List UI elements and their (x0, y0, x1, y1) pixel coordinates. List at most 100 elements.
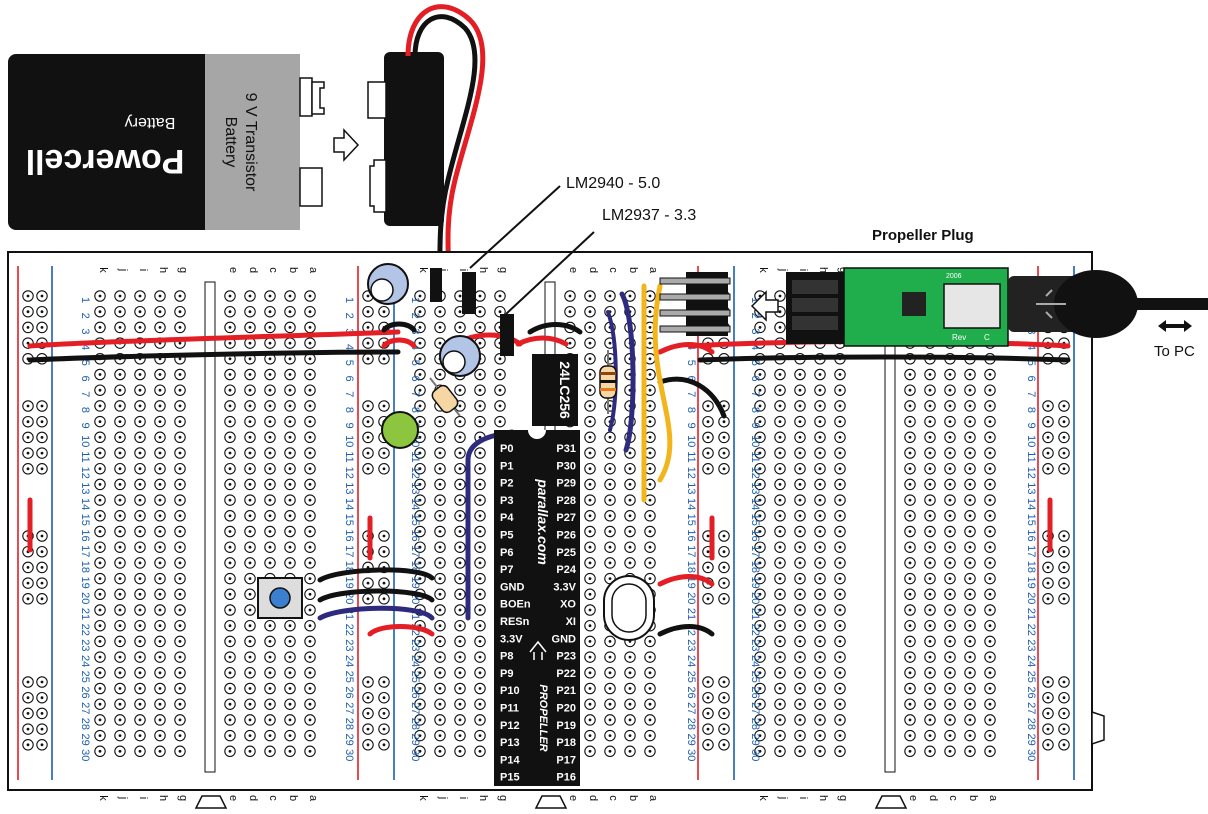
row-number-0-14: 14 (79, 498, 91, 510)
row-number-4-29: 29 (749, 733, 761, 745)
strip-hole-4-18-3-center (818, 577, 822, 580)
strip-hole-4-11-3-center (818, 467, 822, 471)
strip-hole-1-22-1-center (248, 640, 252, 643)
rail-hole-0-1-1-1-center (40, 420, 44, 424)
rail-hole-1-3-4-0-center (366, 743, 370, 747)
strip-hole-2-12-3-center (478, 483, 482, 486)
strip-hole-5-26-4-center (988, 702, 992, 706)
row-number-1-12: 12 (343, 467, 355, 479)
callout-to-pc: To PC (1154, 343, 1195, 360)
col-letter-top-1-2: c (267, 267, 279, 273)
strip-hole-0-18-3-center (158, 577, 162, 580)
strip-hole-5-20-0-center (908, 608, 912, 612)
strip-hole-5-8-3-center (968, 420, 972, 423)
row-number-2-30: 30 (409, 749, 421, 761)
col-letter-bottom-2-0: k (417, 795, 429, 801)
strip-hole-2-14-1-center (438, 514, 442, 518)
jumper-reg-2 (381, 337, 417, 349)
strip-hole-4-27-4-center (838, 718, 842, 722)
strip-hole-2-8-1-center (438, 420, 442, 423)
strip-hole-2-2-0-center (418, 326, 422, 329)
strip-hole-5-18-4-center (988, 577, 992, 580)
strip-hole-0-25-3-center (158, 687, 162, 690)
strip-hole-1-27-3-center (288, 718, 292, 722)
strip-hole-2-20-2-center (458, 608, 462, 612)
strip-hole-2-29-1-center (438, 749, 442, 753)
row-number-3-25: 25 (685, 671, 697, 683)
strip-hole-0-29-1-center (118, 749, 122, 753)
rail-hole-1-2-1-1-center (382, 550, 386, 554)
battery-type-line2: Battery (222, 117, 239, 168)
strip-hole-1-7-4-center (308, 404, 312, 408)
strip-hole-4-25-2-center (798, 687, 802, 690)
strip-hole-1-21-4-center (308, 624, 312, 628)
row-number-3-28: 28 (685, 718, 697, 730)
row-number-1-28: 28 (343, 718, 355, 730)
col-letter-top-4-4: g (837, 267, 849, 273)
strip-hole-5-5-1-center (928, 373, 932, 376)
strip-hole-1-9-4-center (308, 435, 312, 439)
rail-hole-3-1-2-0-center (1046, 436, 1050, 439)
strip-hole-5-6-1-center (928, 388, 932, 392)
rail-hole-0-3-1-0-center (26, 696, 30, 700)
strip-hole-5-25-0-center (908, 687, 912, 690)
strip-hole-2-5-0-center (418, 373, 422, 376)
strip-hole-1-21-3-center (288, 624, 292, 628)
pcb-rev: Rev (952, 333, 966, 342)
strip-hole-5-11-0-center (908, 467, 912, 471)
strip-hole-2-7-3-center (478, 404, 482, 408)
strip-hole-5-6-3-center (968, 388, 972, 392)
strip-hole-0-13-4-center (178, 498, 182, 502)
strip-hole-0-7-2-center (138, 404, 142, 408)
strip-hole-3-3-4-center (648, 341, 652, 345)
chip-pin-left-P4: P4 (500, 512, 514, 524)
strip-hole-1-8-2-center (268, 420, 272, 423)
strip-hole-4-16-3-center (818, 545, 822, 549)
battery-brand: Powercell (26, 142, 185, 180)
rail-hole-1-2-3-1-center (382, 581, 386, 585)
strip-hole-1-17-3-center (288, 561, 292, 565)
rail-hole-3-1-4-0-center (1046, 467, 1050, 471)
strip-hole-3-28-3-center (628, 734, 632, 737)
rail-hole-3-3-3-1-center (1062, 727, 1066, 731)
strip-hole-5-11-1-center (928, 467, 932, 471)
strip-hole-4-26-2-center (798, 702, 802, 706)
col-letter-top-4-1: j (777, 268, 789, 271)
strip-hole-4-8-1-center (778, 420, 782, 423)
strip-hole-4-26-3-center (818, 702, 822, 706)
rail-hole-1-0-0-0-center (366, 294, 370, 298)
strip-hole-3-0-1-center (588, 294, 592, 298)
strip-hole-0-5-2-center (138, 373, 142, 376)
components: 24LC256 P0P1P2P3P4P5P6P7GNDBOEnRESn3.3VP… (257, 185, 655, 786)
strip-hole-4-26-4-center (838, 702, 842, 706)
strip-hole-5-23-0-center (908, 655, 912, 659)
row-number-0-6: 6 (79, 375, 91, 381)
strip-hole-4-15-0-center (758, 530, 762, 533)
strip-hole-5-12-3-center (968, 483, 972, 486)
row-number-0-9: 9 (79, 423, 91, 429)
strip-hole-3-12-1-center (588, 483, 592, 486)
strip-hole-1-17-2-center (268, 561, 272, 565)
rail-hole-1-3-2-0-center (366, 712, 370, 715)
strip-hole-4-27-1-center (778, 718, 782, 722)
strip-hole-1-1-1-center (248, 310, 252, 314)
rail-hole-2-3-1-1-center (722, 696, 726, 700)
strip-hole-1-6-3-center (288, 388, 292, 392)
strip-hole-4-5-3-center (818, 373, 822, 376)
strip-hole-1-2-1-center (248, 326, 252, 329)
capacitor-1-top (370, 278, 394, 302)
row-number-3-19: 19 (685, 576, 697, 588)
row-number-0-2: 2 (79, 313, 91, 319)
strip-hole-3-17-2-center (608, 561, 612, 565)
chip-pin-left-P7: P7 (500, 564, 513, 576)
strip-hole-0-17-3-center (158, 561, 162, 565)
propeller-logo-icon (529, 640, 547, 660)
rail-hole-2-1-1-1-center (722, 420, 726, 424)
strip-hole-1-25-0-center (228, 687, 232, 690)
strip-hole-0-8-3-center (158, 420, 162, 423)
row-number-0-24: 24 (79, 655, 91, 667)
strip-hole-5-9-2-center (948, 435, 952, 439)
strip-hole-0-6-2-center (138, 388, 142, 392)
strip-hole-5-13-4-center (988, 498, 992, 502)
rail-hole-3-3-3-0-center (1046, 727, 1050, 731)
